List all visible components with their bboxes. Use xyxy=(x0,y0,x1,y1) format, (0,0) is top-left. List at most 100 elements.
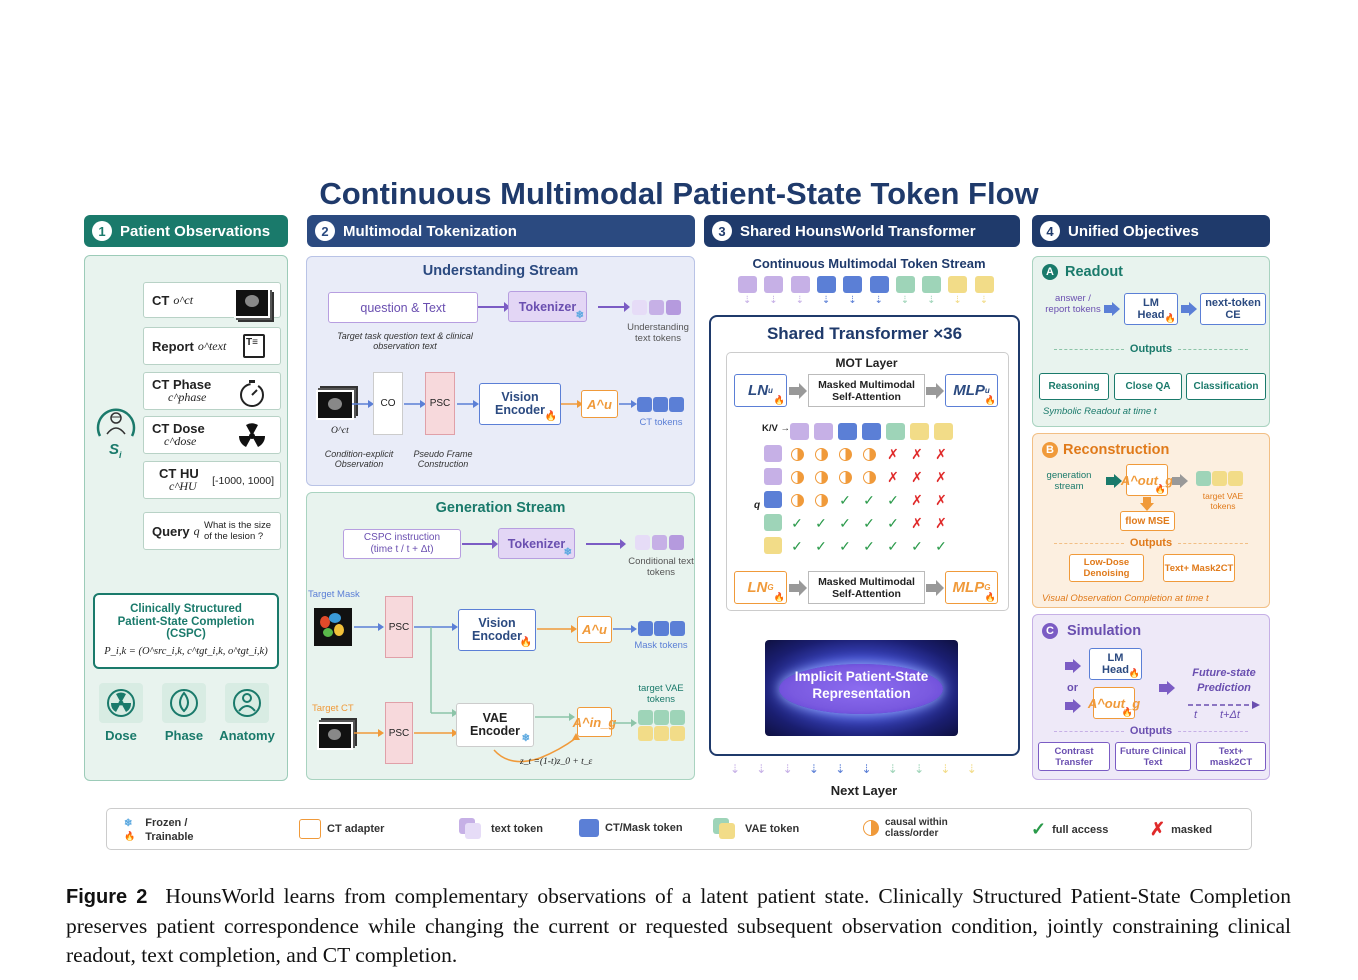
radiation-icon xyxy=(236,420,268,455)
cspc-formula: P_i,k = (O^src_i,k, c^tgt_i,k, o^tgt_i,k… xyxy=(104,645,268,657)
sim-adapter-box: A^out_g🔥 xyxy=(1088,687,1140,719)
arrow xyxy=(1181,302,1197,321)
dose-icon-tile xyxy=(99,683,143,723)
stream-token xyxy=(922,276,942,293)
kv-token xyxy=(886,423,905,440)
flame-icon: 🔥 xyxy=(519,637,532,648)
section-number: 4 xyxy=(1040,221,1060,241)
text-token xyxy=(649,300,664,315)
psc-box-mask: PSC xyxy=(385,596,413,658)
flame-icon: 🔥 xyxy=(1154,484,1166,494)
snowflake-icon: ❄ xyxy=(124,818,133,829)
vision-encoder-box: Vision Encoder🔥 xyxy=(479,383,561,425)
check-icon: ✓ xyxy=(887,491,899,508)
down-arrow-icon: ⇣ xyxy=(979,295,989,306)
vision-encoder-box-gen: Vision Encoder🔥 xyxy=(458,609,536,651)
sim-outputs-label: Outputs xyxy=(1044,725,1258,737)
latent-representation: Implicit Patient-State Representation xyxy=(765,640,958,736)
half-circle-icon xyxy=(836,445,854,463)
condition-caption: Condition-explicit Observation xyxy=(324,449,394,469)
target-mask-image xyxy=(314,608,352,646)
stream-token xyxy=(764,276,784,293)
arrow xyxy=(535,710,575,729)
sim-lm-head-box: LM Head🔥 xyxy=(1089,648,1142,680)
question-text-box: question & Text xyxy=(328,292,478,323)
caption-figure-label: Figure 2 xyxy=(66,886,148,908)
next-token-ce-box: next-token CE xyxy=(1200,293,1266,325)
kv-token xyxy=(790,423,809,440)
query-token xyxy=(764,537,782,554)
output-close-qa: Close QA xyxy=(1114,373,1182,400)
down-arrow-icon: ⇣ xyxy=(927,295,936,306)
stream-token xyxy=(790,276,810,293)
half-circle-icon xyxy=(812,491,830,509)
hu-range: [-1000, 1000] xyxy=(212,475,274,487)
next-layer-arrows: ⇣⇣⇣⇣⇣⇣⇣⇣⇣⇣ xyxy=(728,762,988,778)
adapter-u-box: A^u xyxy=(581,390,618,418)
flow-arrow xyxy=(490,732,580,773)
arrow xyxy=(462,536,498,557)
transformer-title: Shared Transformer ×36 xyxy=(766,324,963,343)
cspc-instruction-box: CSPC instruction (time t / t + Δt) xyxy=(343,529,461,559)
ct-token xyxy=(653,397,668,412)
check-icon: ✓ xyxy=(911,537,923,554)
readout-outputs-label: Outputs xyxy=(1044,343,1258,355)
recon-outputs-label: Outputs xyxy=(1044,537,1258,549)
or-label: or xyxy=(1067,682,1078,694)
arrow xyxy=(619,397,637,416)
down-arrow-icon: ⇣ xyxy=(743,295,752,306)
check-icon: ✓ xyxy=(791,537,803,554)
output-text-mask2ct: Text+ Mask2CT xyxy=(1163,554,1235,582)
check-icon: ✓ xyxy=(815,514,827,531)
psc-box: PSC xyxy=(425,372,455,435)
flame-icon: 🔥 xyxy=(984,592,996,602)
query-token xyxy=(764,445,782,462)
snowflake-icon: ❄ xyxy=(521,733,530,744)
output-contrast-transfer: Contrast Transfer xyxy=(1038,742,1110,771)
readout-note: Symbolic Readout at time t xyxy=(1043,406,1157,417)
caption-text: HounsWorld learns from complementary obs… xyxy=(66,884,1292,967)
legend-full-access: ✓full access xyxy=(1031,819,1109,839)
adapter-g-out-box: A^out_g🔥 xyxy=(1121,464,1173,496)
subject-label: Si xyxy=(109,441,122,460)
arrow xyxy=(1065,659,1081,678)
arrow xyxy=(1106,474,1122,493)
kv-token xyxy=(934,423,953,440)
mask-token xyxy=(638,621,653,636)
section-label: Unified Objectives xyxy=(1068,222,1199,240)
flame-icon: 🔥 xyxy=(544,411,557,422)
section-header-objectives: 4 Unified Objectives xyxy=(1032,215,1270,247)
flame-icon: 🔥 xyxy=(124,831,136,841)
tokenizer-box: Tokenizer❄ xyxy=(508,291,587,322)
arrow xyxy=(354,726,384,745)
down-arrow-icon: ⇣ xyxy=(795,295,804,306)
target-ct-image xyxy=(317,722,353,750)
stream-token xyxy=(974,276,994,293)
ct-scan-icon xyxy=(234,288,270,318)
down-arrow-icon: ⇣ xyxy=(782,762,793,776)
half-circle-icon xyxy=(788,445,806,463)
figure-title: Continuous Multimodal Patient-State Toke… xyxy=(319,176,1039,211)
arrow xyxy=(352,397,374,416)
adapter-g-box: A^in_g xyxy=(573,707,616,737)
down-arrow-icon: ⇣ xyxy=(966,762,977,776)
understanding-title: Understanding Stream xyxy=(422,263,579,279)
token-stream-title: Continuous Multimodal Token Stream xyxy=(752,256,986,271)
down-arrow-icon: ⇣ xyxy=(848,295,857,306)
understanding-text-tokens-label: Understanding text tokens xyxy=(627,322,689,344)
arrow xyxy=(478,299,510,320)
conditional-tokens-label: Conditional text tokens xyxy=(628,556,694,578)
down-arrow-icon: ⇣ xyxy=(821,295,831,306)
check-icon: ✓ xyxy=(863,514,875,531)
text-token xyxy=(666,300,681,315)
flame-icon: 🔥 xyxy=(1128,668,1140,678)
ct-token-swatch xyxy=(579,819,599,837)
vae-token xyxy=(1196,471,1211,486)
kv-token xyxy=(838,423,857,440)
vae-tokens-label: target VAE tokens xyxy=(638,683,684,705)
